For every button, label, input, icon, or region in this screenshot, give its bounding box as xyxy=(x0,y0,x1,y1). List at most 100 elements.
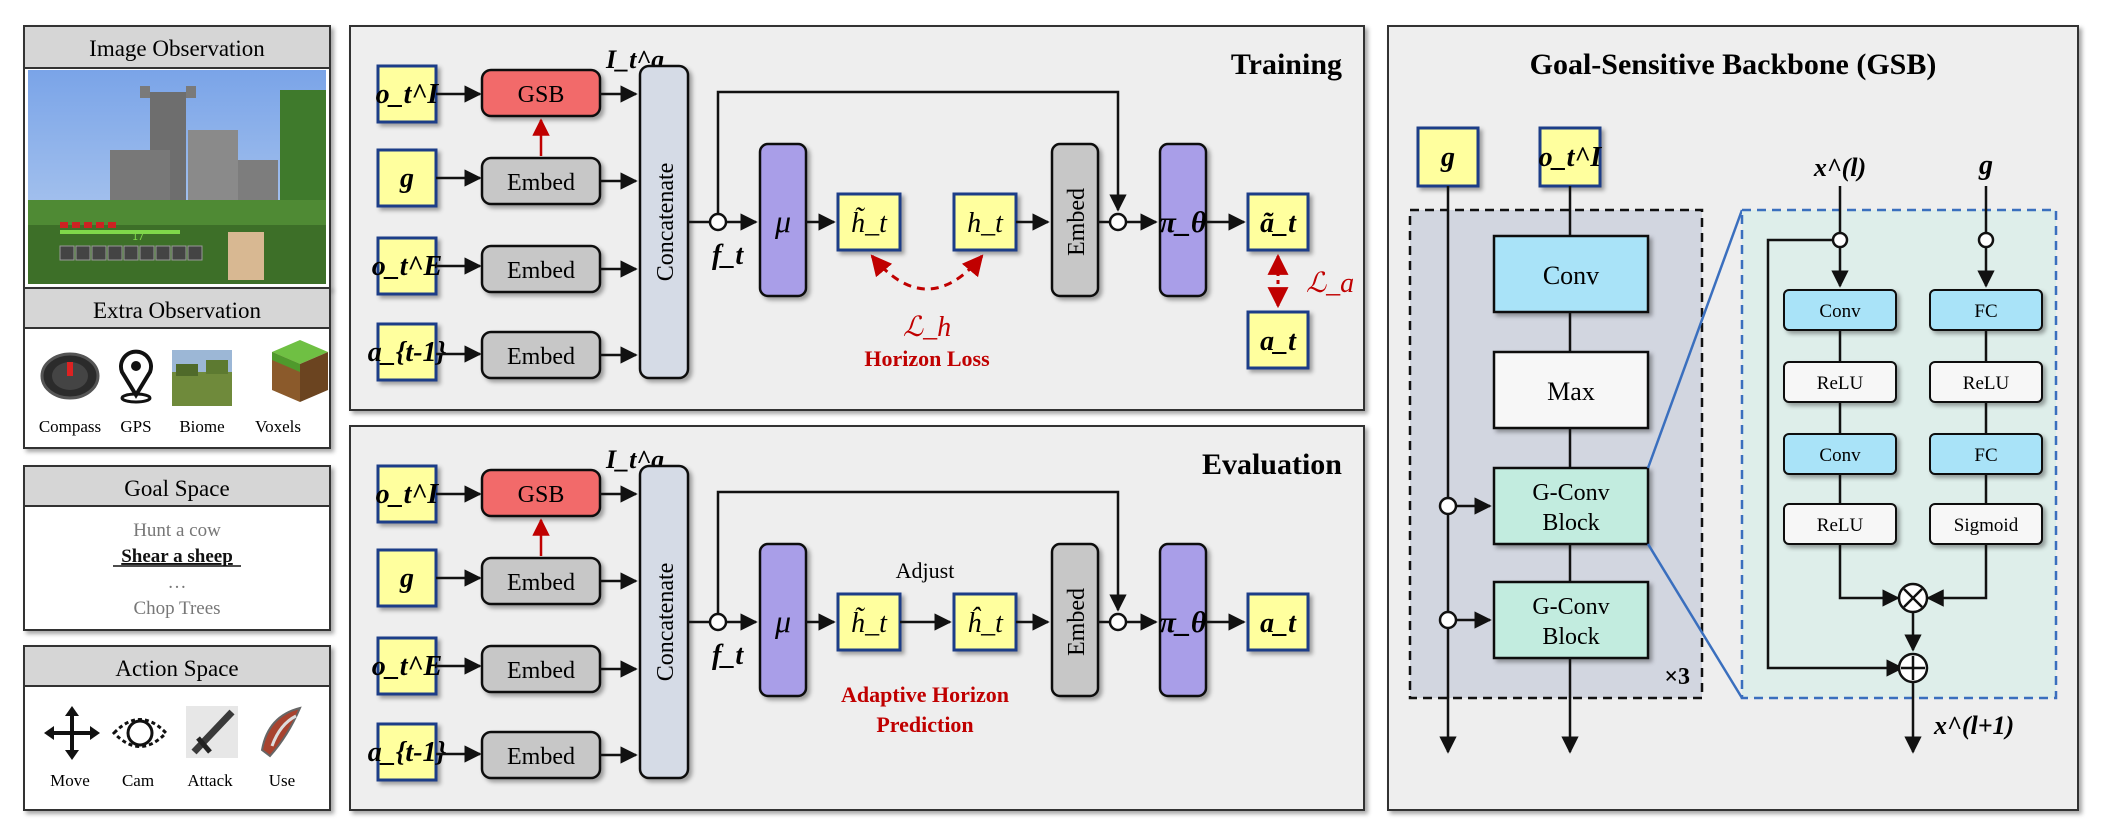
detail-right-label: Sigmoid xyxy=(1954,515,2019,536)
action-item-label: Attack xyxy=(187,771,233,790)
input-prev-action-box xyxy=(376,722,438,782)
predicted-action-label: ã_t xyxy=(1260,208,1297,239)
input-label: g xyxy=(399,163,414,194)
concatenate-label: Concatenate xyxy=(653,563,679,682)
action-space-panel: Action Space Move Cam Attack Use xyxy=(23,645,331,811)
output-action-box xyxy=(1246,592,1310,652)
add-op xyxy=(1897,652,1929,684)
goal-item: Hunt a cow xyxy=(133,520,221,541)
embed-vertical-label: Embed xyxy=(1064,588,1090,656)
action-item-label: Cam xyxy=(122,771,154,790)
embed-label: Embed xyxy=(507,744,575,770)
detail-x-out-label: x^(l+1) xyxy=(1933,711,2014,740)
h-label: h_t xyxy=(967,208,1004,239)
training-panel: Training o_t^I g o_t^E a_{t-1} GSB Embed… xyxy=(349,25,1365,411)
action-loss-symbol: ℒ_a xyxy=(1306,268,1354,299)
compass-icon xyxy=(40,352,100,400)
evaluation-title: Evaluation xyxy=(1202,448,1342,481)
mu-block xyxy=(758,142,808,298)
horizon-loss-arc xyxy=(870,254,984,291)
input-label: a_{t-1} xyxy=(368,337,447,368)
biome-icon xyxy=(172,350,232,406)
input-image-obs-box xyxy=(376,64,438,124)
output-action-label: a_t xyxy=(1260,608,1297,639)
h-tilde-label: h̃_t xyxy=(851,207,888,239)
feature-label: f_t xyxy=(712,640,744,671)
gsb-label: GSB xyxy=(518,482,565,508)
gconv-label-line2: Block xyxy=(1542,624,1599,650)
goal-item: Chop Trees xyxy=(133,598,220,619)
extra-item-label: Compass xyxy=(39,417,101,436)
input-label: o_t^I xyxy=(376,79,440,110)
policy-block xyxy=(1158,542,1208,698)
embed-vertical-block xyxy=(1050,142,1100,298)
feature-label: f_t xyxy=(712,240,744,271)
gsb-image-input: o_t^I xyxy=(1539,142,1603,173)
image-observation-panel: Image Observation 17 xyxy=(23,25,331,289)
goal-item: … xyxy=(168,572,187,593)
training-title: Training xyxy=(1231,48,1342,81)
mu-label: μ xyxy=(774,203,791,239)
input-goal-box xyxy=(376,548,438,608)
prediction-label: Prediction xyxy=(876,712,973,737)
gps-pin-icon xyxy=(119,349,153,404)
action-space-title: Action Space xyxy=(115,656,238,681)
h-hat-label: ĥ_t xyxy=(967,607,1004,639)
gconv-label-line1: G-Conv xyxy=(1532,480,1609,506)
hud-level-text: 17 xyxy=(132,232,144,243)
detail-right-label: ReLU xyxy=(1963,373,2010,394)
concatenate-label: Concatenate xyxy=(653,163,679,282)
embed-label: Embed xyxy=(507,170,575,196)
h-tilde-box xyxy=(836,192,902,252)
embed-label: Embed xyxy=(507,570,575,596)
policy-block xyxy=(1158,142,1208,298)
h-box xyxy=(952,192,1018,252)
gsb-image-input-box xyxy=(1538,126,1602,188)
input-prev-action-box xyxy=(376,322,438,382)
extra-item-label: Voxels xyxy=(255,417,301,436)
action-item-label: Use xyxy=(269,771,295,790)
target-action-label: a_t xyxy=(1260,326,1297,357)
detail-right-label: FC xyxy=(1974,301,1997,322)
embed-vertical-block xyxy=(1050,542,1100,698)
extra-observation-panel: Extra Observation Compass GPS xyxy=(23,287,331,449)
target-action-box xyxy=(1246,310,1310,370)
policy-label: π_θ xyxy=(1160,606,1207,639)
use-item-icon xyxy=(260,706,302,758)
detail-x-in-label: x^(l) xyxy=(1813,153,1866,182)
h-hat-box xyxy=(952,592,1018,652)
gconv-label-line2: Block xyxy=(1542,510,1599,536)
gconv-block xyxy=(1492,466,1650,546)
h-tilde-box xyxy=(836,592,902,652)
sword-icon xyxy=(186,706,238,758)
minecraft-screenshot-image: 17 xyxy=(28,70,326,284)
mu-block xyxy=(758,542,808,698)
input-label: g xyxy=(399,563,414,594)
adjust-label: Adjust xyxy=(896,558,955,583)
input-label: o_t^E xyxy=(372,251,442,282)
detail-left-label: ReLU xyxy=(1817,373,1864,394)
horizon-loss-label: Horizon Loss xyxy=(864,346,990,371)
embed-label: Embed xyxy=(507,258,575,284)
extra-item-label: Biome xyxy=(179,417,224,436)
detail-left-label: Conv xyxy=(1819,301,1861,322)
embed-vertical-label: Embed xyxy=(1064,188,1090,256)
detail-left-label: Conv xyxy=(1819,445,1861,466)
goal-item-selected: Shear a sheep xyxy=(121,546,233,567)
detail-right-label: FC xyxy=(1974,445,1997,466)
gsb-title: Goal-Sensitive Backbone (GSB) xyxy=(1530,48,1937,81)
voxels-icon xyxy=(272,340,328,402)
gsb-panel: Goal-Sensitive Backbone (GSB) ×3 g o_t^I… xyxy=(1387,25,2079,811)
gsb-goal-input-box xyxy=(1416,126,1480,188)
input-goal-box xyxy=(376,148,438,208)
extra-observation-title: Extra Observation xyxy=(93,298,261,323)
detail-goal-label: g xyxy=(1978,150,1993,181)
action-item-label: Move xyxy=(50,771,90,790)
gconv-block xyxy=(1492,580,1650,660)
image-observation-title: Image Observation xyxy=(89,36,265,61)
extra-item-label: GPS xyxy=(120,417,151,436)
max-block xyxy=(1492,350,1650,430)
evaluation-panel: Evaluation o_t^I g o_t^E a_{t-1} GSB Emb… xyxy=(349,425,1365,811)
horizon-loss-symbol: ℒ_h xyxy=(903,312,951,343)
